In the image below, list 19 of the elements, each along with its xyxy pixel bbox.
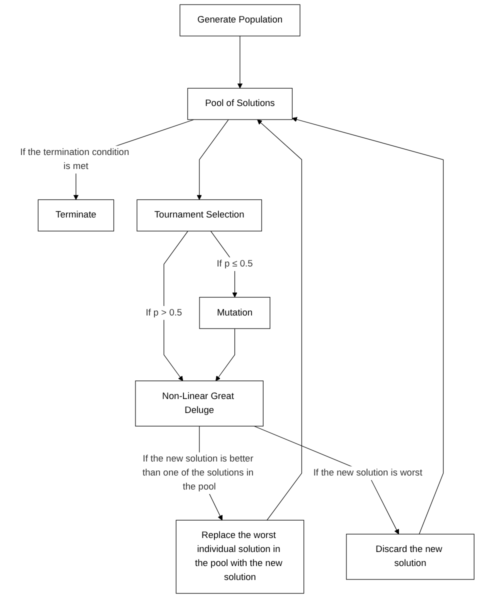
node-box: Pool of Solutions [187,88,293,120]
node-box: Replace the worst individual solution in the pool with the new solution [176,520,304,594]
node-box: Tournament Selection [136,199,262,232]
edge-label: If the termination condition is met [20,147,130,172]
node-box: Terminate [38,199,114,232]
node-box: Non-Linear Great Deluge [135,380,264,426]
arrow [237,36,243,88]
arrow [257,119,302,520]
node-box: Mutation [199,296,270,329]
arrow [216,328,236,382]
arrow [292,117,444,534]
edge-label: If p ≤ 0.5 [216,258,253,269]
edge-label: If the new solution is better than one of the solutions in the pool [142,454,254,492]
edge-label: If the new solution is worst [313,468,422,478]
node-box: Discard the new solution [346,534,474,580]
arrow [164,230,188,382]
edge-label: If p > 0.5 [146,308,182,318]
node-box: Generate Population [180,4,300,36]
arrow [196,119,229,200]
